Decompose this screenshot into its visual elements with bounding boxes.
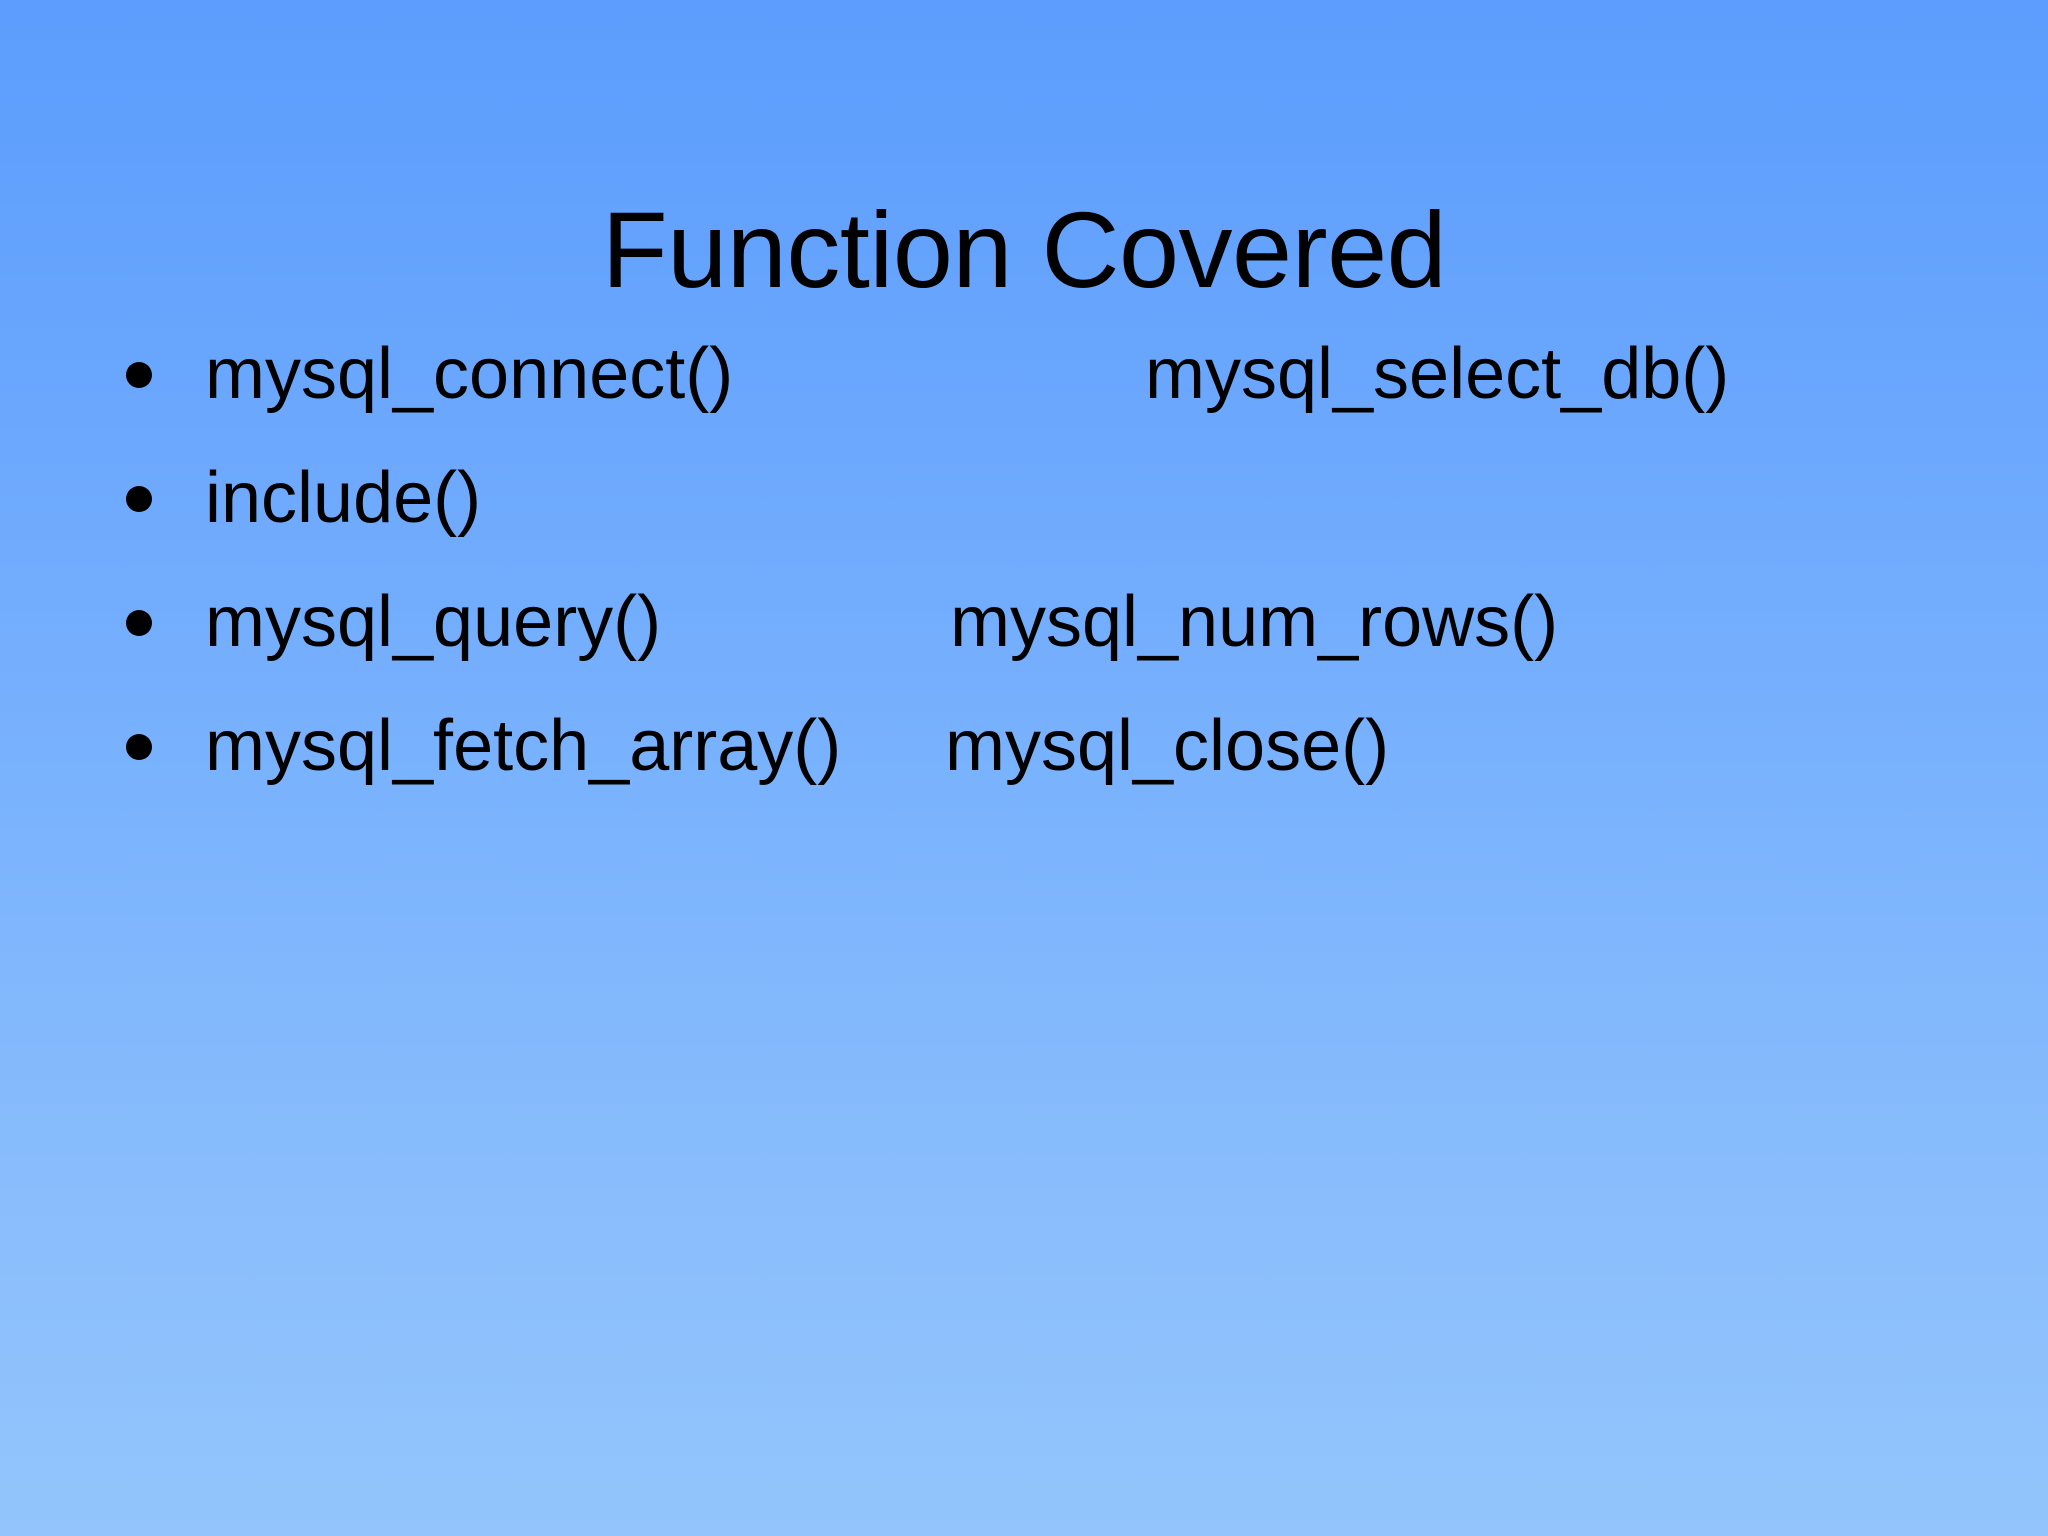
list-item-primary-text: mysql_query()	[205, 582, 662, 662]
bullet-dot-icon	[126, 362, 152, 388]
list-item-secondary-text: mysql_num_rows()	[950, 582, 1559, 662]
bullet-list: mysql_connect() mysql_select_db() includ…	[0, 312, 2048, 808]
slide-title: Function Covered	[601, 189, 1447, 311]
list-item[interactable]: include()	[0, 436, 2048, 560]
list-item-primary-text: include()	[205, 458, 482, 538]
list-item[interactable]: mysql_fetch_array() mysql_close()	[0, 684, 2048, 808]
list-item[interactable]: mysql_connect() mysql_select_db()	[0, 312, 2048, 436]
bullet-dot-icon	[126, 486, 152, 512]
list-item[interactable]: mysql_query() mysql_num_rows()	[0, 560, 2048, 684]
bullet-dot-icon	[126, 610, 152, 636]
list-item-primary-text: mysql_connect()	[205, 334, 734, 414]
list-item-primary-text: mysql_fetch_array()	[205, 706, 842, 786]
list-item-secondary-text: mysql_select_db()	[1145, 334, 1730, 414]
bullet-dot-icon	[126, 734, 152, 760]
list-item-secondary-text: mysql_close()	[945, 706, 1390, 786]
